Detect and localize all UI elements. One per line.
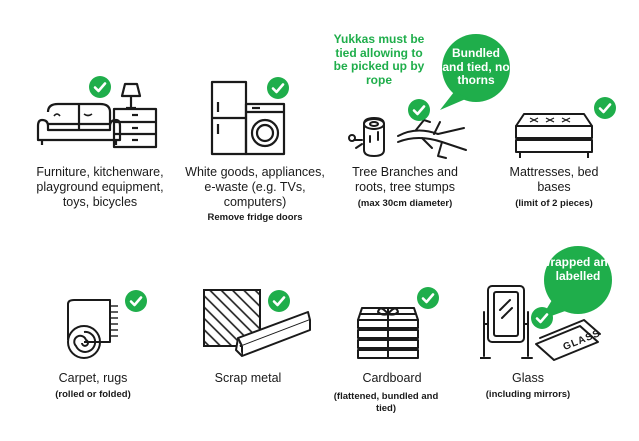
check-icon [267,77,289,99]
item-title: Carpet, rugs [58,371,128,385]
item-title: White goods, appliances, e-waste (e.g. T… [185,165,325,209]
bundled-callout: Bundled and tied, no thorns [442,46,510,87]
check-icon [268,290,290,312]
item-title: Glass [512,371,544,385]
fridge-and-washer-icon [210,80,286,156]
sofa-and-drawers-icon [36,82,158,149]
item-title: Cardboard [362,371,422,385]
item-note: (rolled or folded) [55,389,131,400]
check-icon [594,97,616,119]
yukkas-callout: Yukkas must be tied allowing to be picke… [333,32,425,87]
item-note: (flattened, bundled and tied) [333,391,439,414]
item-title: Mattresses, bed bases [509,165,599,194]
item-note: (max 30cm diameter) [357,198,453,209]
item-note: (including mirrors) [485,389,571,400]
rolled-rug-icon [67,299,118,359]
speech-bubble-icon [440,34,510,110]
item-note: Remove fridge doors [207,212,303,223]
check-icon [408,99,430,121]
item-title: Tree Branches and roots, tree stumps [352,165,458,194]
branches-and-stump-icon [348,117,467,159]
item-note: (limit of 2 pieces) [515,198,593,209]
item-title: Scrap metal [214,371,282,385]
mattress-icon [515,113,593,158]
mirror-and-glass-icon [480,285,601,361]
item-title: Furniture, kitchenware, playground equip… [36,165,164,209]
scrap-metal-icon [203,289,311,357]
check-icon [417,287,439,309]
cardboard-bundle-icon [357,307,419,359]
check-icon [125,290,147,312]
check-icon [89,76,111,98]
check-icon [531,307,553,329]
wrapped-callout: wrapped and labelled [540,255,615,283]
